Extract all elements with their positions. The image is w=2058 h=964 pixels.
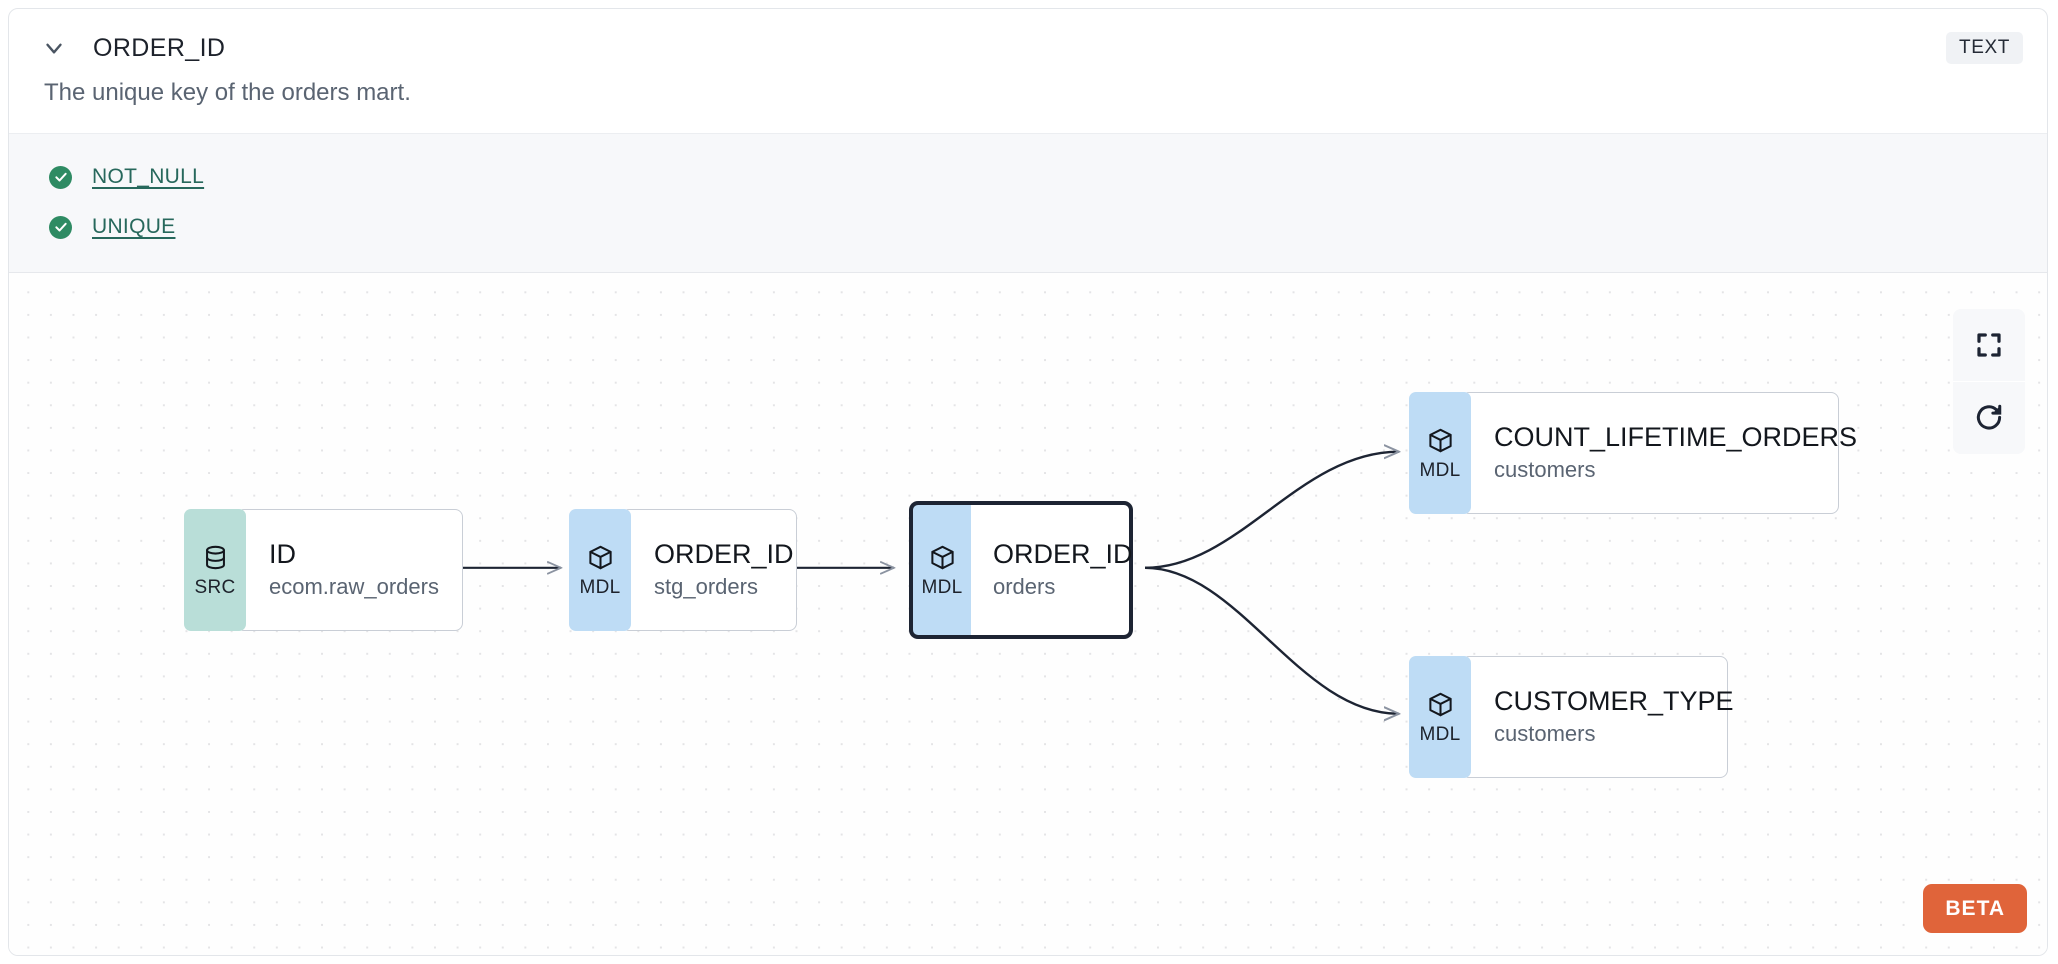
check-circle-icon (49, 215, 72, 239)
test-row: UNIQUE (9, 202, 2047, 252)
test-link-not-null[interactable]: NOT_NULL (92, 165, 205, 188)
src-badge-label: SRC (194, 576, 236, 598)
node-column-name: CUSTOMER_TYPE (1494, 685, 1734, 716)
node-table-name: customers (1494, 456, 1596, 482)
cube-icon (587, 544, 614, 576)
reset-button[interactable] (1953, 381, 2025, 454)
test-link-unique[interactable]: UNIQUE (92, 215, 176, 238)
node-body: COUNT_LIFETIME_ORDERS customers (1461, 392, 1858, 514)
node-body: CUSTOMER_TYPE customers (1461, 656, 1734, 778)
mdl-badge: MDL (569, 509, 631, 631)
database-icon (202, 544, 229, 576)
column-detail-card: ORDER_ID TEXT The unique key of the orde… (8, 8, 2048, 956)
lineage-node-mdl-customer-type[interactable]: MDL CUSTOMER_TYPE customers (1409, 656, 1734, 778)
node-table-name: ecom.raw_orders (269, 573, 439, 599)
edge-orders-to-customer-type (1144, 566, 1399, 714)
fit-view-button[interactable] (1953, 309, 2025, 381)
lineage-node-src-id[interactable]: SRC ID ecom.raw_orders (184, 509, 463, 631)
node-body: ID ecom.raw_orders (236, 509, 463, 631)
mdl-badge: MDL (1409, 656, 1471, 778)
tests-section: NOT_NULL UNIQUE (9, 133, 2047, 273)
card-header: ORDER_ID TEXT (9, 9, 2047, 87)
mdl-badge-label: MDL (1419, 723, 1461, 745)
fit-view-icon (1974, 330, 2004, 360)
cube-icon (1427, 691, 1454, 723)
cube-icon (929, 544, 956, 576)
mdl-badge-label: MDL (921, 576, 963, 598)
column-description: The unique key of the orders mart. (44, 79, 411, 106)
lineage-node-mdl-orders-selected[interactable]: MDL ORDER_ID orders (909, 501, 1286, 835)
page-title: ORDER_ID (93, 33, 226, 62)
refresh-icon (1974, 403, 2004, 433)
lineage-node-mdl-count-lifetime-orders[interactable]: MDL COUNT_LIFETIME_ORDERS customers (1409, 392, 1858, 514)
node-column-name: ORDER_ID (993, 538, 1133, 569)
node-column-name: ID (269, 538, 296, 569)
mdl-badge: MDL (909, 501, 971, 639)
node-table-name: customers (1494, 720, 1596, 746)
cube-icon (1427, 427, 1454, 459)
node-table-name: orders (993, 573, 1056, 599)
lineage-canvas[interactable]: SRC ID ecom.raw_orders (9, 273, 2047, 955)
chevron-down-icon[interactable] (39, 33, 69, 63)
beta-badge[interactable]: BETA (1923, 884, 2027, 933)
check-circle-icon (49, 165, 72, 189)
mdl-badge-label: MDL (579, 576, 621, 598)
mdl-badge: MDL (1409, 392, 1471, 514)
node-column-name: COUNT_LIFETIME_ORDERS (1494, 421, 1858, 452)
node-table-name: stg_orders (654, 573, 758, 599)
src-badge: SRC (184, 509, 246, 631)
node-body: ORDER_ID orders (957, 501, 1133, 639)
lineage-node-mdl-stg-orders[interactable]: MDL ORDER_ID stg_orders (569, 509, 797, 631)
node-column-name: ORDER_ID (654, 538, 794, 569)
node-body: ORDER_ID stg_orders (621, 509, 797, 631)
test-row: NOT_NULL (9, 152, 2047, 202)
edge-orders-to-count (1144, 452, 1399, 570)
column-type-badge: TEXT (1946, 32, 2023, 64)
canvas-controls (1953, 309, 2025, 454)
mdl-badge-label: MDL (1419, 459, 1461, 481)
